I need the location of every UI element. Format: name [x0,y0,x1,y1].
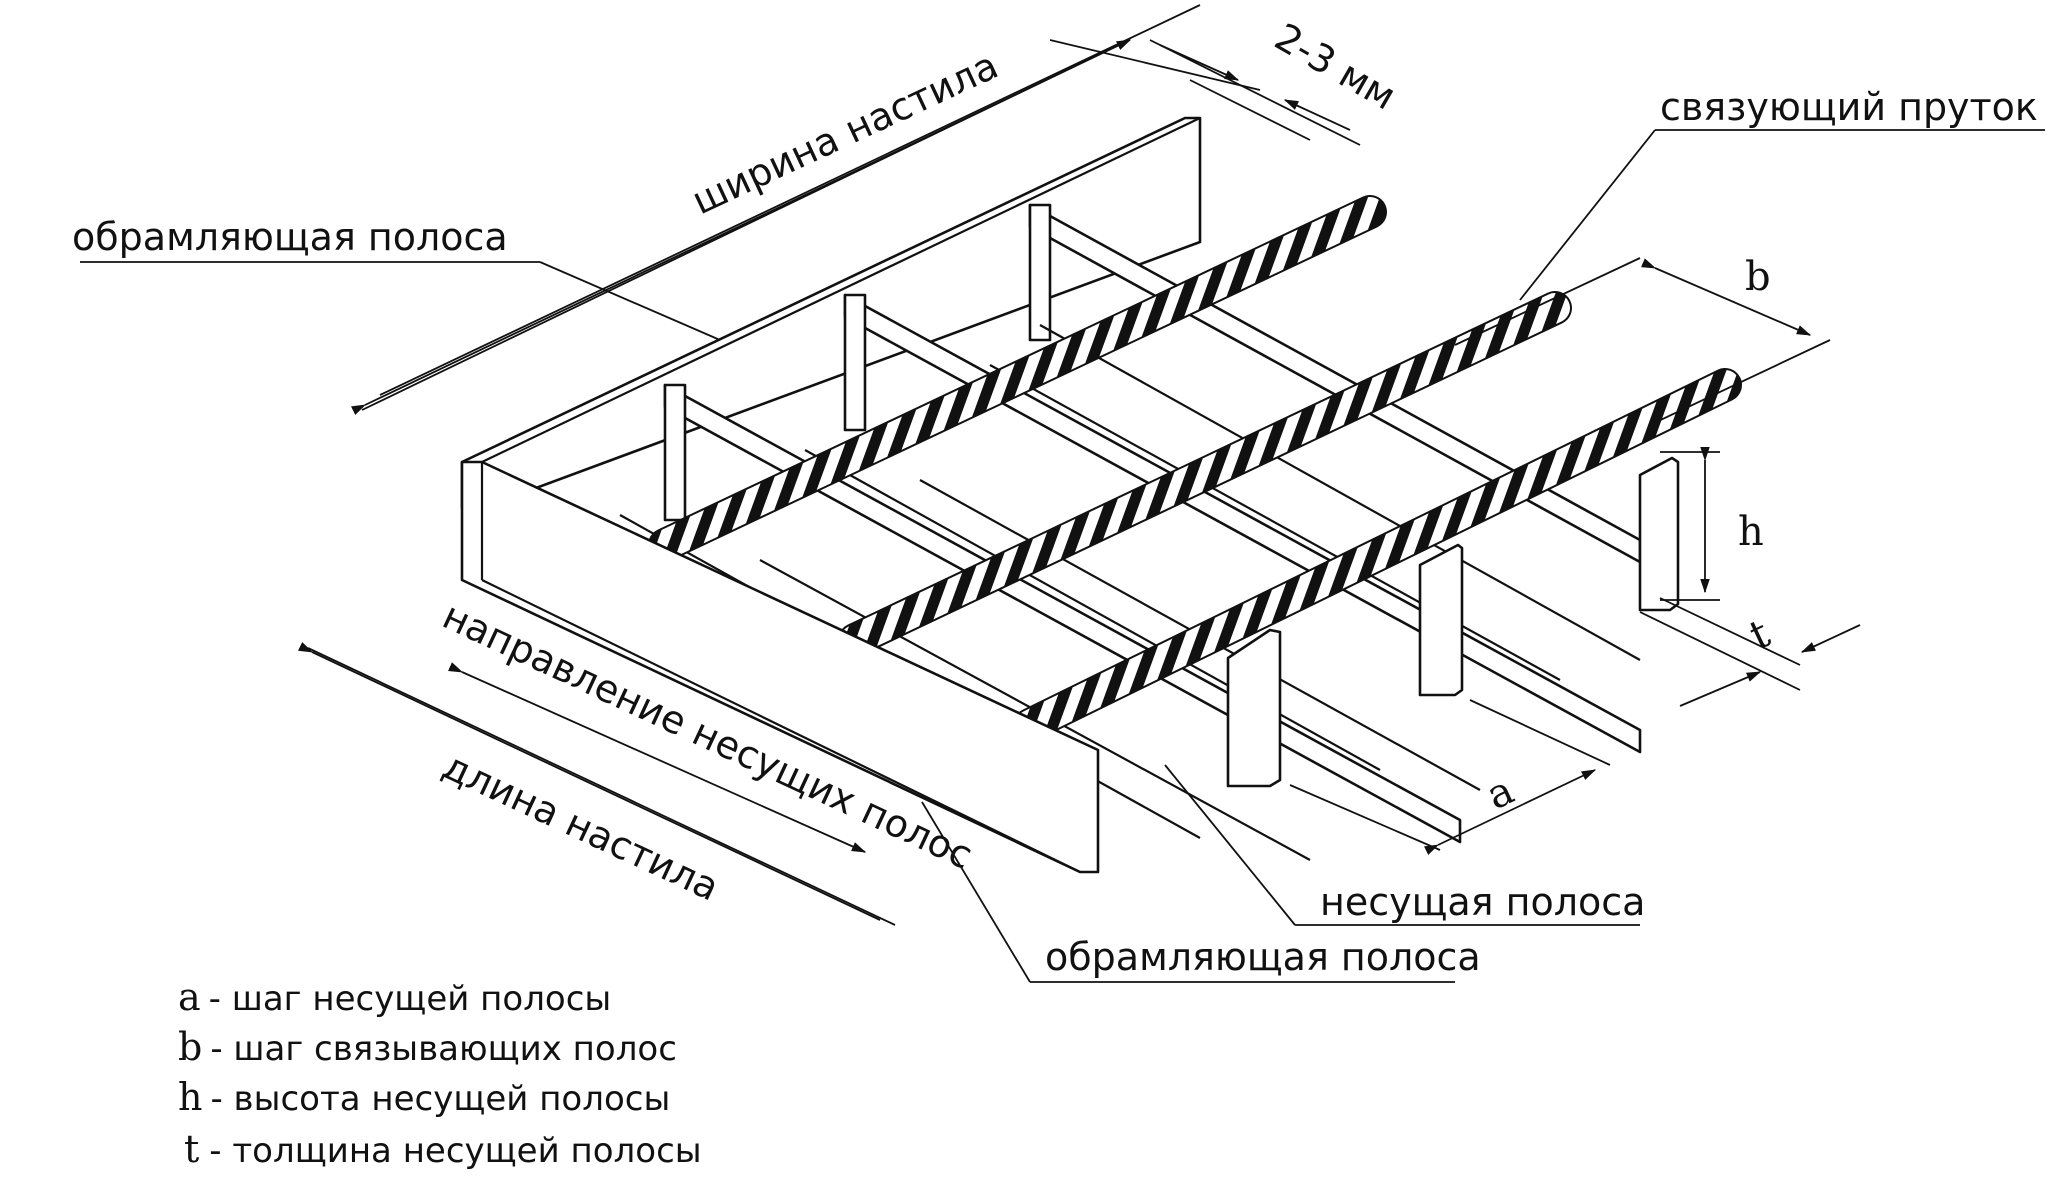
deck-width-label: ширина настила [685,43,1004,223]
legend-row: t- толщина несущей полосы [184,1127,702,1171]
h-dimension: h [1660,446,1764,601]
h-label: h [1738,509,1764,555]
legend-row: a- шаг несущей полосы [178,975,611,1019]
connecting-rod-label: связующий пруток [1660,85,2038,129]
b-dimension: b [1454,254,1831,426]
connecting-rod-callout: связующий пруток [1519,85,2045,301]
gap-label: 2-3 мм [1268,15,1404,119]
t-dimension: t [1639,597,1861,707]
framing-strip-bottom-label: обрамляющая полоса [1045,935,1481,979]
a-label: a [1480,767,1521,819]
bearing-strip-label: несущая полоса [1320,880,1645,924]
b-label: b [1745,254,1771,300]
framing-strip-bottom-callout: обрамляющая полоса [921,801,1481,983]
framing-strip-top-callout: обрамляющая полоса [72,215,721,341]
legend: a- шаг несущей полосы b- шаг связывающих… [178,975,702,1171]
framing-strip-top-label: обрамляющая полоса [72,215,508,259]
t-label: t [1743,611,1777,659]
bearing-strips [1226,456,1680,788]
bearing-strip-callout: несущая полоса [1164,764,1645,926]
legend-row: b- шаг связывающих полос [178,1025,677,1069]
legend-row: h- высота несущей полосы [178,1075,670,1119]
